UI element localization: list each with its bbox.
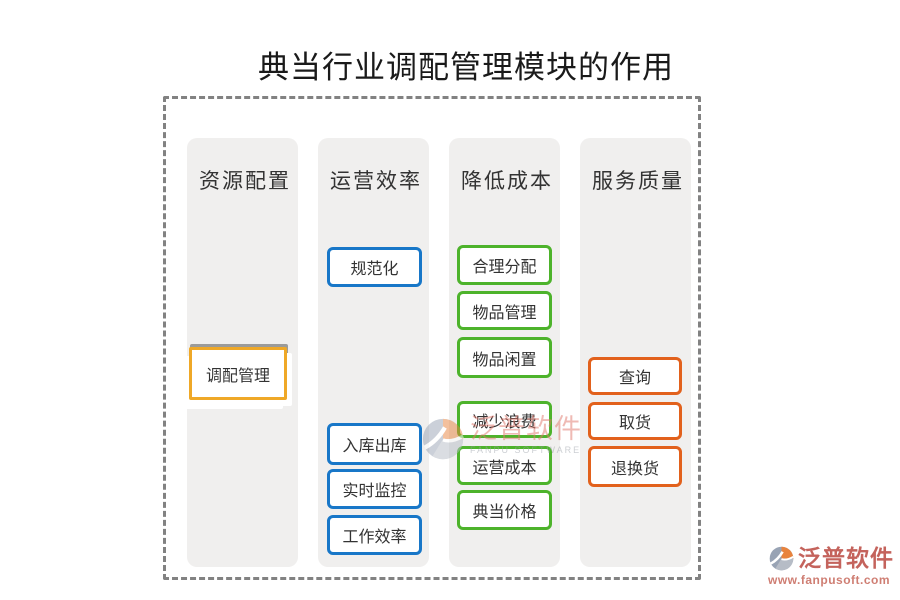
node-operating-cost: 运营成本 <box>457 446 552 485</box>
node-work-efficiency: 工作效率 <box>327 515 422 555</box>
footer-logo: 泛普软件 www.fanpusoft.com <box>768 545 894 587</box>
fanpu-logo-icon <box>769 546 794 571</box>
node-pickup: 取货 <box>588 402 682 440</box>
dashed-frame <box>163 96 701 580</box>
node-return-exchange: 退换货 <box>588 446 682 487</box>
column-header-cost-reduction: 降低成本 <box>461 169 553 193</box>
node-standardization: 规范化 <box>327 247 422 287</box>
footer-brand: 泛普软件 <box>798 545 894 571</box>
column-header-operational-efficiency: 运营效率 <box>330 169 422 193</box>
column-header-resource-allocation: 资源配置 <box>199 169 291 193</box>
node-reduce-waste: 减少浪费 <box>457 401 552 438</box>
node-idle-items: 物品闲置 <box>457 337 552 378</box>
node-allocation-management: 调配管理 <box>189 347 287 400</box>
footer-url: www.fanpusoft.com <box>768 573 891 587</box>
node-reasonable-allocation: 合理分配 <box>457 245 552 285</box>
node-realtime-monitoring: 实时监控 <box>327 469 422 509</box>
node-pawn-price: 典当价格 <box>457 490 552 530</box>
node-query: 查询 <box>588 357 682 395</box>
page-title: 典当行业调配管理模块的作用 <box>258 50 674 85</box>
node-item-management: 物品管理 <box>457 291 552 330</box>
column-header-service-quality: 服务质量 <box>592 169 684 193</box>
node-inbound-outbound: 入库出库 <box>327 423 422 465</box>
column-service-quality: 服务质量 <box>580 138 691 567</box>
